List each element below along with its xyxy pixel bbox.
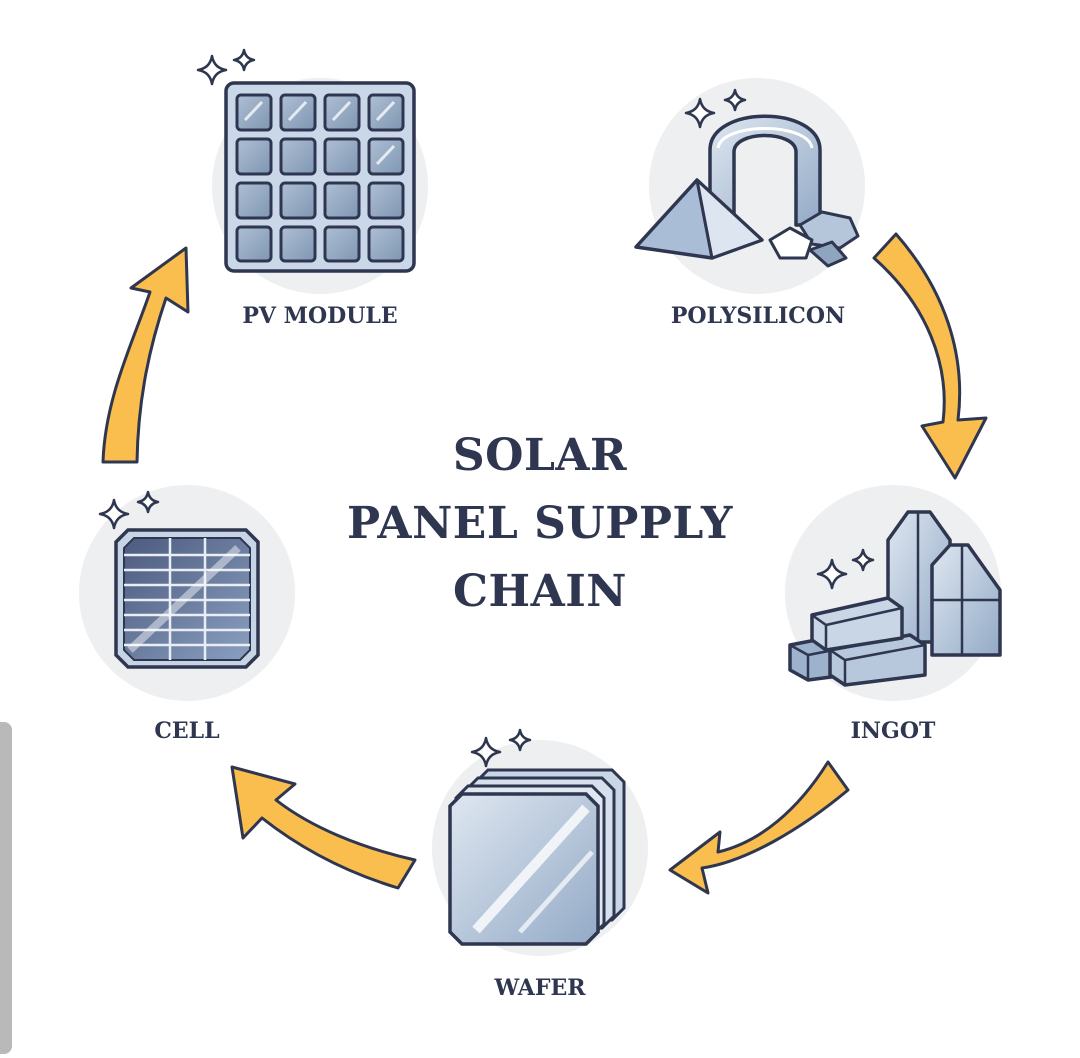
stage-label-cell: CELL: [154, 718, 220, 744]
title-line-2: PANEL SUPPLY: [347, 498, 733, 549]
cycle-arrows: [101, 232, 988, 895]
stage-label-wafer: WAFER: [494, 975, 586, 1001]
cell-icon: [98, 490, 260, 669]
stage-label-polysilicon: POLYSILICON: [670, 303, 846, 329]
stage-label-ingot: INGOT: [850, 718, 936, 744]
diagram-title: SOLAR PANEL SUPPLY CHAIN: [340, 422, 740, 626]
title-line-1: SOLAR: [452, 430, 628, 481]
arrow-cell-to-pv-module: [101, 246, 190, 464]
ingot-icon: [788, 510, 1002, 687]
title-line-3: CHAIN: [452, 566, 628, 617]
side-scroll-tab[interactable]: [0, 722, 12, 1054]
pv-module-icon: [196, 48, 416, 273]
arrow-wafer-to-cell: [230, 765, 417, 890]
arrow-polysilicon-to-ingot: [872, 232, 988, 480]
arrow-ingot-to-wafer: [668, 760, 850, 895]
wafer-icon: [448, 728, 626, 946]
polysilicon-icon: [634, 88, 860, 268]
stage-label-pv-module: PV MODULE: [242, 303, 398, 329]
